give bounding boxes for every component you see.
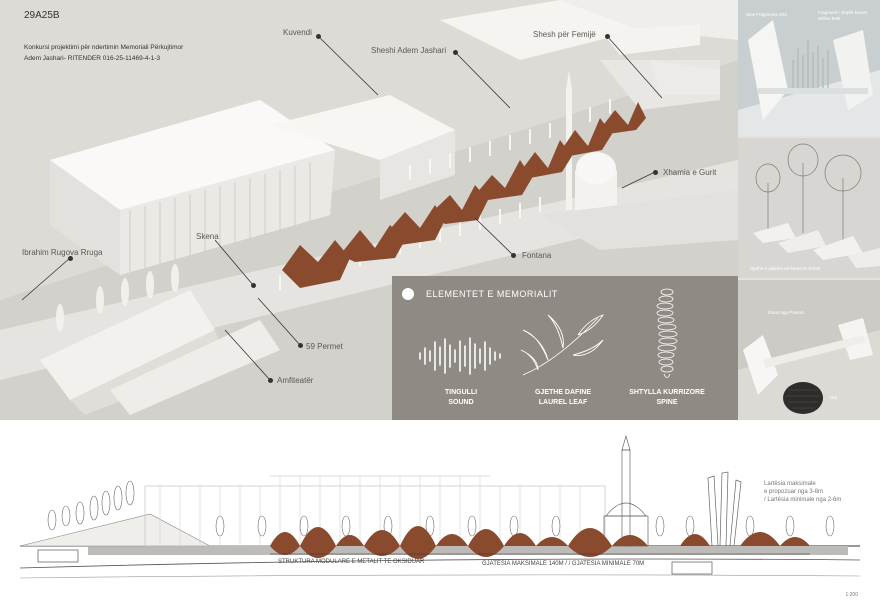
panel-b-label: Gjethe e dafinës në forma të shtrirë [750, 266, 821, 271]
legend-item-sound: TINGULLI SOUND [406, 388, 516, 408]
leader-lines [21, 35, 663, 381]
site-model-illustration [40, 0, 738, 415]
top-section: 29A25B Konkursi projektimi për ndertimin… [0, 0, 880, 420]
legend-title: ELEMENTET E MEMORIALIT [426, 289, 558, 299]
legend-bullet [402, 288, 414, 300]
height-note: Lartësia maksimale e propozuar nga 3-8m … [764, 480, 841, 504]
panel-a-label-2: Fragment i shtyllë kurore vëllimi bëtë [818, 10, 868, 21]
label-sheshi: Sheshi Adem Jashari [371, 46, 447, 55]
elevation-section: STRUKTURA MODULARE E METALIT TE OKSIDUAR… [0, 428, 880, 600]
length-label: GJATESIA MAKSIMALE 140M / / GJATESIA MIN… [482, 561, 645, 567]
marker-dot [268, 378, 273, 383]
laurel-tree-render [738, 138, 880, 278]
marker-dot [605, 34, 610, 39]
height-note-line-2: e propozuar nga 3-8m [764, 489, 824, 495]
elevation-drawing [19, 434, 861, 579]
label-xhamia: Xhamia e Gurit [663, 168, 717, 177]
memorial-elements-legend: ELEMENTET E MEMORIALIT [392, 276, 738, 420]
legend-item-spine-subtitle: SPINE [656, 399, 678, 406]
marker-dot [453, 50, 458, 55]
description-line-1: Konkursi projektimi për ndertimin Memori… [24, 44, 184, 51]
legend-item-laurel: GJETHE DAFINE LAUREL LEAF [508, 388, 618, 408]
detail-panel-sound-fragments: Sinë Fragmente Zëri Fragment i shtyllë k… [738, 0, 880, 136]
legend-item-sound-subtitle: SOUND [448, 399, 474, 406]
label-ibrahim: Ibrahim Rugova Rruga [22, 248, 103, 257]
detail-panel-laurel-trees: Gjethe e dafinës në forma të shtrirë [738, 138, 880, 278]
sound-fragment-render [738, 0, 880, 136]
structure-label: STRUKTURA MODULARE E METALIT TE OKSIDUAR [278, 559, 425, 565]
description-line-2: Adem Jashari- RITENDER 016-25-11469-4-1-… [24, 55, 161, 62]
height-note-line-3: / Lartësia minimale nga 2-6m [764, 497, 842, 503]
legend-item-spine-title: SHTYLLA KURRIZORE [629, 389, 705, 396]
marker-dot [316, 34, 321, 39]
spine-icon [656, 288, 678, 378]
panel-c-label-2: Gur [830, 395, 838, 400]
scale-label: 1:200 [845, 592, 858, 598]
main-site-render: 29A25B Konkursi projektimi për ndertimin… [21, 0, 738, 415]
label-amfiteater: Amfiteatër [277, 376, 314, 385]
legend-item-laurel-subtitle: LAUREL LEAF [538, 399, 588, 406]
label-skena: Skena [196, 232, 219, 241]
legend-item-sound-title: TINGULLI [444, 389, 478, 396]
marker-dot [511, 253, 516, 258]
legend-item-laurel-title: GJETHE DAFINE [534, 389, 591, 396]
label-fontana: Fontana [522, 251, 552, 260]
detail-panel-stones: Guret nga Prekazi Gur [738, 280, 880, 420]
legend-item-spine: SHTYLLA KURRIZORE SPINE [612, 388, 722, 408]
stone-render [738, 280, 880, 420]
label-permet: 59 Permet [306, 342, 343, 351]
laurel-leaf-icon [520, 314, 605, 376]
height-note-line-1: Lartësia maksimale [764, 481, 816, 487]
marker-dot [251, 283, 256, 288]
project-description: Konkursi projektimi për ndertimin Memori… [24, 42, 254, 64]
marker-dot [68, 256, 73, 261]
project-code: 29A25B [24, 10, 60, 21]
sound-wave-icon [419, 337, 501, 375]
panel-a-label-1: Sinë Fragmente Zëri [746, 12, 788, 17]
panel-c-label-1: Guret nga Prekazi [768, 310, 805, 315]
label-kuvendi: Kuvendi [283, 28, 312, 37]
marker-dot [298, 343, 303, 348]
marker-dot [653, 170, 658, 175]
label-shesh-femije: Shesh për Femijë [533, 30, 596, 39]
